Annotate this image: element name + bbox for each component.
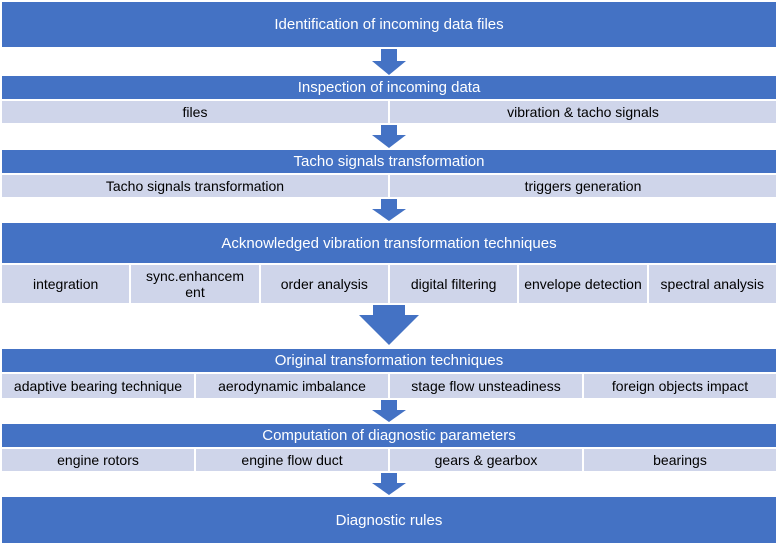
down-arrow-icon <box>372 49 406 75</box>
item-aerodynamic-imbalance: aerodynamic imbalance <box>196 374 388 398</box>
step-identification: Identification of incoming data files <box>2 2 776 47</box>
down-arrow-icon <box>372 125 406 148</box>
item-engine-flow-duct: engine flow duct <box>196 449 388 471</box>
item-files: files <box>2 101 388 123</box>
step-acknowledged-items: integration sync.enhancem ent order anal… <box>2 265 776 303</box>
step-tacho-items: Tacho signals transformation triggers ge… <box>2 175 776 197</box>
step-title: Acknowledged vibration transformation te… <box>221 234 557 252</box>
step-title: Computation of diagnostic parameters <box>262 427 516 444</box>
item-digital-filtering: digital filtering <box>389 265 518 303</box>
item-bearings: bearings <box>584 449 776 471</box>
item-order-analysis: order analysis <box>260 265 388 303</box>
item-tacho-signals-transformation: Tacho signals transformation <box>2 175 388 197</box>
down-arrow-icon <box>359 305 419 345</box>
step-title: Inspection of incoming data <box>297 79 481 96</box>
step-parameters-items: engine rotors engine flow duct gears & g… <box>2 449 776 471</box>
step-original-techniques: Original transformation techniques <box>2 349 776 372</box>
step-title: Identification of incoming data files <box>274 16 504 33</box>
item-stage-flow-unsteadiness: stage flow unsteadiness <box>390 374 582 398</box>
item-integration: integration <box>2 265 130 303</box>
item-adaptive-bearing-technique: adaptive bearing technique <box>2 374 194 398</box>
item-vibration-tacho-signals: vibration & tacho signals <box>390 101 776 123</box>
step-diagnostic-rules: Diagnostic rules <box>2 497 776 543</box>
step-inspection-items: files vibration & tacho signals <box>2 101 776 123</box>
step-title: Diagnostic rules <box>335 511 443 529</box>
step-diagnostic-parameters: Computation of diagnostic parameters <box>2 424 776 447</box>
item-foreign-objects-impact: foreign objects impact <box>584 374 776 398</box>
down-arrow-icon <box>372 473 406 495</box>
down-arrow-icon <box>372 400 406 422</box>
item-triggers-generation: triggers generation <box>390 175 776 197</box>
item-spectral-analysis: spectral analysis <box>648 265 776 303</box>
step-tacho-transformation: Tacho signals transformation <box>2 150 776 173</box>
item-sync-enhancement: sync.enhancem ent <box>131 265 259 303</box>
step-inspection: Inspection of incoming data <box>2 76 776 99</box>
item-envelope-detection: envelope detection <box>519 265 647 303</box>
step-title: Tacho signals transformation <box>293 153 485 170</box>
step-original-items: adaptive bearing technique aerodynamic i… <box>2 374 776 398</box>
down-arrow-icon <box>372 199 406 221</box>
item-engine-rotors: engine rotors <box>2 449 194 471</box>
item-gears-gearbox: gears & gearbox <box>390 449 582 471</box>
step-acknowledged-techniques: Acknowledged vibration transformation te… <box>2 223 776 263</box>
step-title: Original transformation techniques <box>274 352 504 369</box>
